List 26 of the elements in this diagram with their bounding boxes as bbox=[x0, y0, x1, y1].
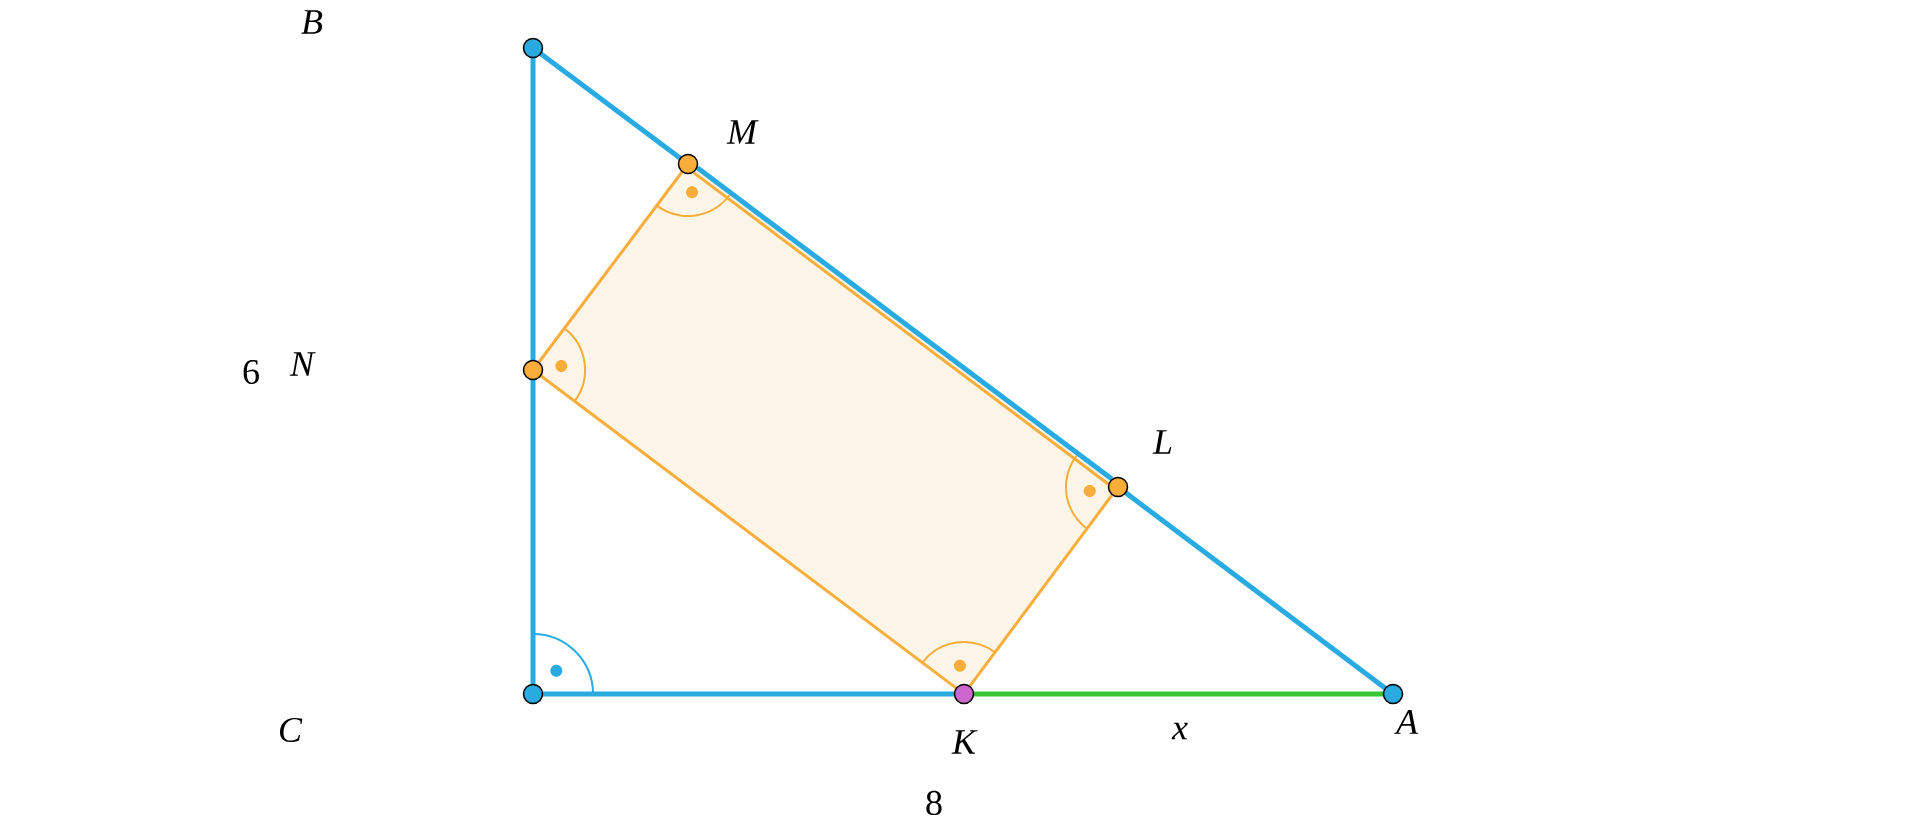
point-label: L bbox=[1152, 430, 1172, 454]
line-segment bbox=[542, 691, 955, 697]
point bbox=[522, 37, 544, 59]
line-segment bbox=[530, 379, 536, 685]
line-segment bbox=[530, 57, 536, 361]
point-label: N bbox=[289, 352, 316, 376]
point bbox=[1382, 683, 1404, 705]
line-segment bbox=[968, 493, 1114, 688]
line-segment bbox=[1124, 490, 1387, 691]
point-label: 8 bbox=[926, 790, 942, 816]
line-segment bbox=[973, 691, 1384, 697]
point bbox=[1107, 476, 1129, 498]
point bbox=[677, 153, 699, 175]
point-label: B bbox=[301, 10, 323, 34]
point bbox=[522, 359, 544, 381]
line-segment bbox=[537, 170, 684, 364]
point-label: 6 bbox=[243, 359, 259, 385]
line-segment bbox=[539, 51, 682, 161]
point-label: M bbox=[726, 120, 759, 144]
line-segment bbox=[539, 374, 958, 690]
point-label: x bbox=[1171, 722, 1188, 740]
point bbox=[953, 683, 975, 705]
point-label: K bbox=[951, 730, 978, 754]
point-label: C bbox=[280, 717, 303, 743]
point bbox=[522, 683, 544, 705]
point-label: A bbox=[1394, 710, 1419, 734]
